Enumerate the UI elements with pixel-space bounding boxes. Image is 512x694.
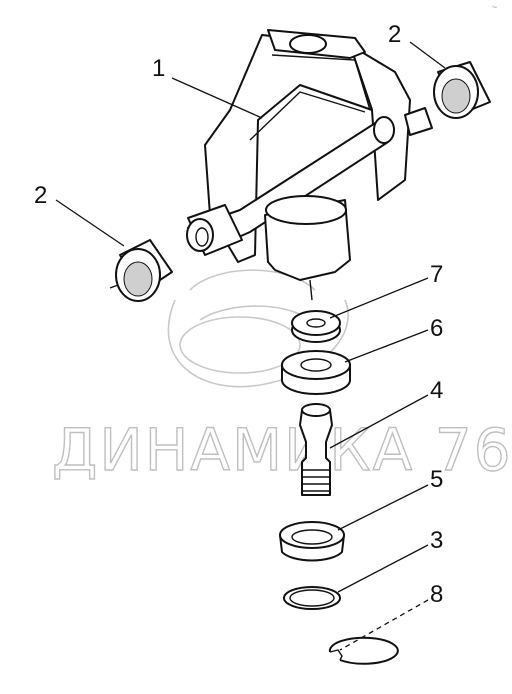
needle-bearing-right [433,61,491,119]
callout-part-3: 3 [430,527,443,554]
corner-mark: ~ [492,2,497,12]
snap-ring-part-3 [283,586,341,610]
cup-part-5 [279,521,345,562]
bracket-top-hole [289,34,327,54]
callout-part-2-right: 2 [388,21,401,48]
callout-part-5: 5 [430,466,443,493]
needle-bearing-left [109,239,173,302]
callout-part-4: 4 [430,377,443,404]
watermark-text: ДИНАМИКА 76 [52,416,512,484]
washer-part-6 [281,350,351,395]
callout-part-8: 8 [430,581,443,608]
callout-part-2-left: 2 [34,182,47,209]
callout-part-7: 7 [430,261,443,288]
ring-part-7 [291,310,341,343]
bracket-part-1 [186,29,433,301]
callout-part-6: 6 [430,315,443,342]
circlip-part-8 [328,636,399,665]
leader-lines [55,41,446,651]
callout-part-1: 1 [152,55,165,82]
ball-pin-part-4 [299,403,333,496]
watermark-logo [167,269,349,388]
